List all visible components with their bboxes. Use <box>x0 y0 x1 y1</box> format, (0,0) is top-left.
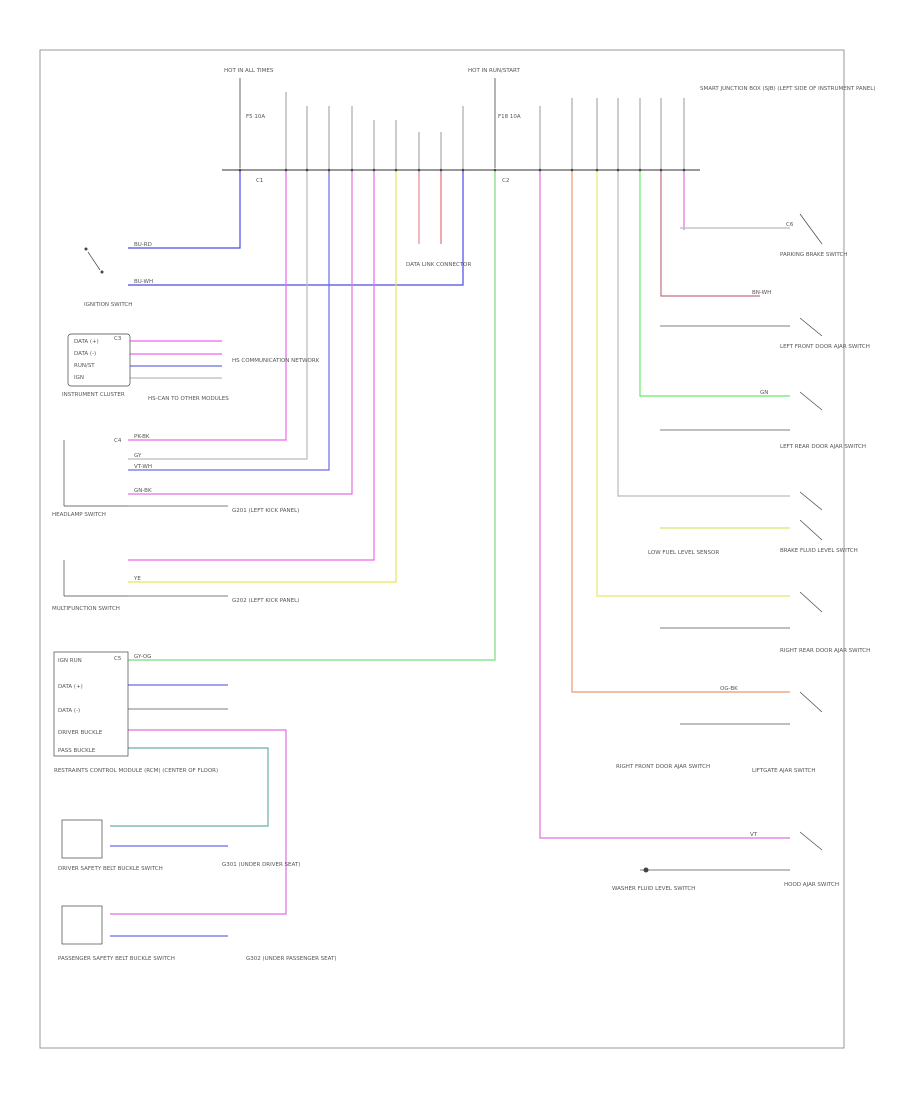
wire-pass-belt-right <box>539 170 790 839</box>
hot-label-center: HOT IN RUN/START <box>468 68 520 74</box>
svg-text:LIFTGATE AJAR SWITCH: LIFTGATE AJAR SWITCH <box>752 768 815 774</box>
svg-text:DATA (+): DATA (+) <box>74 339 99 345</box>
liftgate-switch: LIFTGATE AJAR SWITCH <box>752 691 823 774</box>
wire-rcm-pass-buckle <box>110 729 287 915</box>
wire-multifunction-1 <box>128 170 375 561</box>
svg-text:PASSENGER SAFETY BELT BUCKLE S: PASSENGER SAFETY BELT BUCKLE SWITCH <box>58 956 175 962</box>
svg-text:C5: C5 <box>114 656 122 662</box>
svg-text:BU-RD: BU-RD <box>134 242 152 248</box>
svg-text:VT: VT <box>750 832 758 838</box>
svg-text:HOOD AJAR SWITCH: HOOD AJAR SWITCH <box>784 882 839 888</box>
data-link-connector: DATA LINK CONNECTOR <box>406 262 471 268</box>
ignition-switch: IGNITION SWITCH <box>84 247 132 308</box>
diagram-frame <box>39 49 845 1049</box>
svg-text:RESTRAINTS CONTROL MODULE (RCM: RESTRAINTS CONTROL MODULE (RCM) (CENTER … <box>54 768 218 774</box>
svg-text:GN: GN <box>760 390 768 396</box>
wire-multifunction-2 <box>128 170 397 583</box>
connector-ids: C1 C2 C3 C4 C5 C6 <box>114 178 794 662</box>
svg-text:G302 (UNDER PASSENGER SEAT): G302 (UNDER PASSENGER SEAT) <box>246 956 337 962</box>
fuse-label-left: F5 10A <box>246 114 265 120</box>
svg-text:G201 (LEFT KICK PANEL): G201 (LEFT KICK PANEL) <box>232 508 299 514</box>
svg-text:BN-WH: BN-WH <box>752 290 771 296</box>
svg-text:HEADLAMP SWITCH: HEADLAMP SWITCH <box>52 512 106 518</box>
headlamp-switch: HEADLAMP SWITCH G201 (LEFT KICK PANEL) <box>52 440 299 518</box>
svg-text:YE: YE <box>133 576 141 582</box>
svg-text:G202 (LEFT KICK PANEL): G202 (LEFT KICK PANEL) <box>232 598 299 604</box>
svg-text:RIGHT REAR DOOR AJAR SWITCH: RIGHT REAR DOOR AJAR SWITCH <box>780 648 870 654</box>
svg-text:PASS BUCKLE: PASS BUCKLE <box>58 748 96 754</box>
door-lf-switch: LEFT FRONT DOOR AJAR SWITCH <box>780 317 870 350</box>
svg-text:WASHER FLUID LEVEL SWITCH: WASHER FLUID LEVEL SWITCH <box>612 886 695 892</box>
svg-text:IGN: IGN <box>74 375 84 381</box>
svg-text:C6: C6 <box>786 222 794 228</box>
svg-text:C3: C3 <box>114 336 122 342</box>
door-lr-switch: LEFT REAR DOOR AJAR SWITCH <box>780 391 866 450</box>
right-module-label: SMART JUNCTION BOX (SJB) (LEFT SIDE OF I… <box>700 86 875 92</box>
wire-headlamp-4 <box>128 170 353 495</box>
wire-headlamp-3 <box>128 170 330 471</box>
svg-text:LEFT REAR DOOR AJAR SWITCH: LEFT REAR DOOR AJAR SWITCH <box>780 444 866 450</box>
svg-text:GY-OG: GY-OG <box>134 654 151 660</box>
svg-text:BU-WH: BU-WH <box>134 279 153 285</box>
svg-text:RIGHT FRONT DOOR AJAR SWITCH: RIGHT FRONT DOOR AJAR SWITCH <box>616 764 710 770</box>
svg-text:C1: C1 <box>256 178 263 184</box>
wire-ignition-start <box>128 170 464 286</box>
svg-text:DATA (-): DATA (-) <box>74 351 96 357</box>
svg-text:PARKING BRAKE SWITCH: PARKING BRAKE SWITCH <box>780 252 847 258</box>
wire-rcm <box>128 170 496 661</box>
svg-text:PK-BK: PK-BK <box>134 434 150 440</box>
svg-text:LOW FUEL LEVEL SENSOR: LOW FUEL LEVEL SENSOR <box>648 550 719 556</box>
wire-ignition-run <box>128 170 241 249</box>
svg-text:VT-WH: VT-WH <box>134 464 152 470</box>
wire-rcm-driver-buckle <box>110 747 269 827</box>
wire-labels: BU-RD BU-WH PK-BK GY VT-WH GN-BK YE GY-O… <box>133 242 771 838</box>
low-fuel-sensor: RIGHT REAR DOOR AJAR SWITCH <box>780 591 870 654</box>
svg-text:DRIVER SAFETY BELT BUCKLE SWIT: DRIVER SAFETY BELT BUCKLE SWITCH <box>58 866 163 872</box>
svg-text:DATA LINK CONNECTOR: DATA LINK CONNECTOR <box>406 262 471 268</box>
svg-text:BRAKE FLUID LEVEL SWITCH: BRAKE FLUID LEVEL SWITCH <box>780 548 858 554</box>
svg-text:IGN RUN: IGN RUN <box>58 658 82 664</box>
restraints-control-module: IGN RUN DATA (+) DATA (-) DRIVER BUCKLE … <box>53 651 218 774</box>
washer-switch: WASHER FLUID LEVEL SWITCH <box>612 867 695 892</box>
wire-fuel <box>596 170 790 597</box>
bus-connector-dots <box>238 168 686 172</box>
instrument-cluster: DATA (+) DATA (-) RUN/ST IGN INSTRUMENT … <box>62 333 320 402</box>
pin-stubs <box>285 92 685 170</box>
hot-label-left: HOT IN ALL TIMES <box>224 68 274 74</box>
svg-text:GN-BK: GN-BK <box>134 488 152 494</box>
svg-text:GY: GY <box>134 453 142 459</box>
wire-headlamp-2 <box>128 170 308 460</box>
parking-brake-switch: PARKING BRAKE SWITCH <box>780 213 847 258</box>
hood-switch: HOOD AJAR SWITCH <box>784 831 839 888</box>
wire-hood <box>617 170 790 497</box>
svg-text:DATA (-): DATA (-) <box>58 708 80 714</box>
svg-text:MULTIFUNCTION SWITCH: MULTIFUNCTION SWITCH <box>52 606 120 612</box>
svg-text:OG-BK: OG-BK <box>720 686 738 692</box>
svg-text:C4: C4 <box>114 438 122 444</box>
svg-text:DATA (+): DATA (+) <box>58 684 83 690</box>
wire-headlamp-1 <box>128 170 287 441</box>
door-rf-labels: RIGHT FRONT DOOR AJAR SWITCH LOW FUEL LE… <box>616 550 719 770</box>
wire-door-rf-stub <box>571 170 790 693</box>
door-rr-switch <box>799 491 823 511</box>
brake-fluid-switch: BRAKE FLUID LEVEL SWITCH <box>780 519 858 554</box>
fuse-label-center: F18 10A <box>498 114 521 120</box>
driver-belt-switch: DRIVER SAFETY BELT BUCKLE SWITCH G301 (U… <box>58 819 300 872</box>
svg-text:G301 (UNDER DRIVER SEAT): G301 (UNDER DRIVER SEAT) <box>222 862 300 868</box>
passenger-belt-switch: PASSENGER SAFETY BELT BUCKLE SWITCH G302… <box>58 905 337 962</box>
svg-text:LEFT FRONT DOOR AJAR SWITCH: LEFT FRONT DOOR AJAR SWITCH <box>780 344 870 350</box>
svg-text:DRIVER BUCKLE: DRIVER BUCKLE <box>58 730 103 736</box>
svg-text:HS-CAN TO OTHER MODULES: HS-CAN TO OTHER MODULES <box>148 396 229 402</box>
wire-parking-brake <box>660 170 760 297</box>
svg-text:INSTRUMENT CLUSTER: INSTRUMENT CLUSTER <box>62 392 125 398</box>
svg-text:C2: C2 <box>502 178 509 184</box>
wire-door-lr <box>639 170 790 397</box>
svg-text:IGNITION SWITCH: IGNITION SWITCH <box>84 302 132 308</box>
svg-text:RUN/ST: RUN/ST <box>74 363 95 369</box>
svg-text:HS COMMUNICATION NETWORK: HS COMMUNICATION NETWORK <box>232 358 320 364</box>
multifunction-switch: MULTIFUNCTION SWITCH G202 (LEFT KICK PAN… <box>52 560 299 612</box>
